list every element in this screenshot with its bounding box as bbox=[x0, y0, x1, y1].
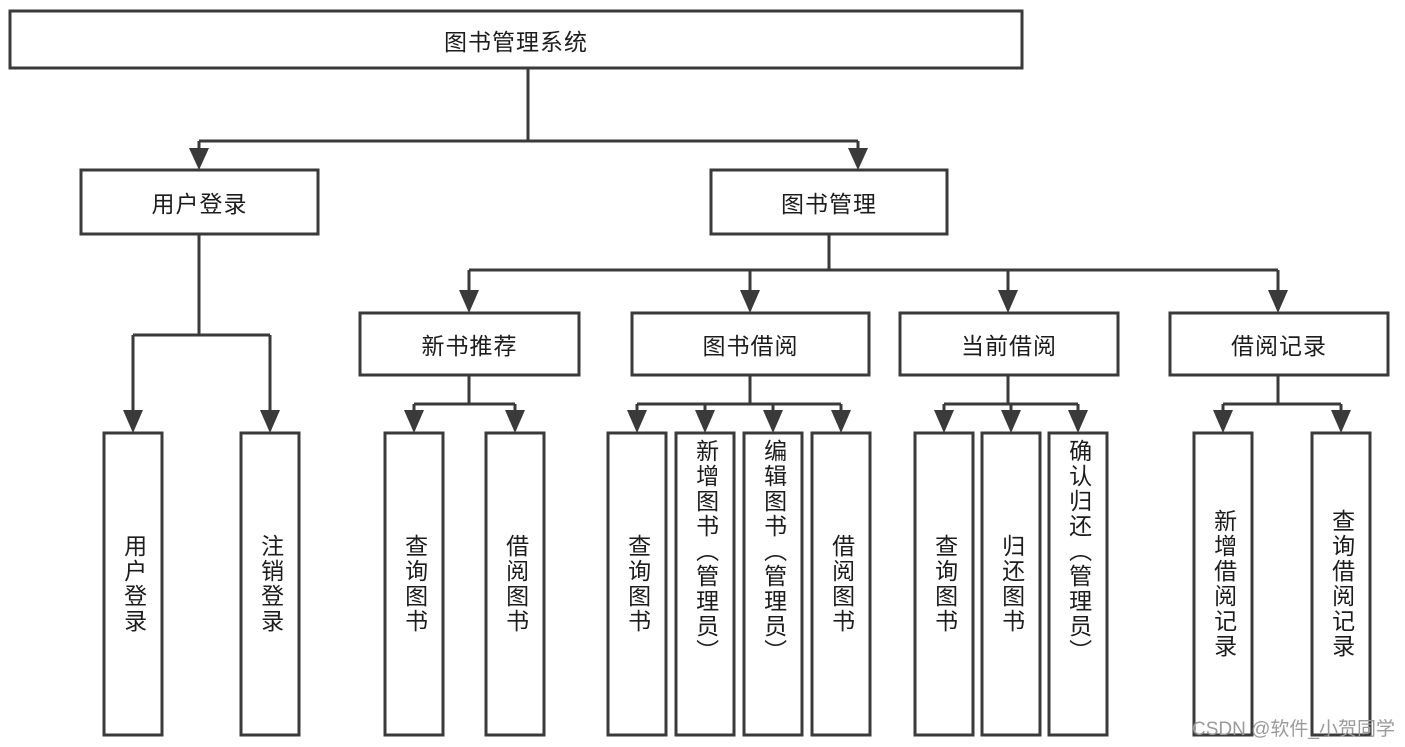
node-leaf-query-record[interactable] bbox=[1310, 431, 1372, 737]
node-user-login[interactable] bbox=[79, 168, 320, 236]
arrowhead-leaf-return-book bbox=[1001, 410, 1021, 433]
node-borrow-record[interactable] bbox=[1168, 311, 1390, 377]
node-leaf-query-book-rec[interactable] bbox=[383, 431, 445, 737]
node-leaf-query-book-bb[interactable] bbox=[606, 431, 668, 737]
node-leaf-logout[interactable] bbox=[239, 431, 301, 737]
arrowhead-leaf-add-book bbox=[695, 410, 715, 433]
node-leaf-add-book[interactable] bbox=[674, 431, 736, 737]
arrowhead-leaf-query-book-bb bbox=[627, 410, 647, 433]
node-new-book-rec[interactable] bbox=[358, 311, 581, 377]
node-leaf-confirm-return[interactable] bbox=[1047, 431, 1109, 737]
arrowhead-leaf-query-book-rec bbox=[404, 410, 424, 433]
node-leaf-query-book-cb[interactable] bbox=[913, 431, 975, 737]
arrowhead-leaf-borrow-book-rec bbox=[505, 410, 525, 433]
arrowhead-leaf-user-login bbox=[123, 410, 143, 433]
arrowhead-leaf-query-book-cb bbox=[934, 410, 954, 433]
connector-layer bbox=[123, 68, 1351, 433]
node-current-borrow[interactable] bbox=[898, 311, 1120, 377]
arrowhead-user-login bbox=[189, 148, 209, 170]
node-leaf-user-login[interactable] bbox=[102, 431, 164, 737]
arrowhead-leaf-logout bbox=[260, 410, 280, 433]
arrowhead-leaf-borrow-book-bb bbox=[831, 410, 851, 433]
arrowhead-book-borrow bbox=[740, 290, 760, 313]
node-leaf-borrow-book-rec[interactable] bbox=[484, 431, 546, 737]
node-book-borrow[interactable] bbox=[630, 311, 871, 377]
arrowhead-borrow-record bbox=[1268, 290, 1288, 313]
node-leaf-borrow-book-bb[interactable] bbox=[810, 431, 872, 737]
node-leaf-return-book[interactable] bbox=[980, 431, 1042, 737]
arrowhead-leaf-edit-book bbox=[763, 410, 783, 433]
arrowhead-book-manage bbox=[848, 148, 868, 170]
arrowhead-new-book-rec bbox=[459, 290, 479, 313]
node-book-manage[interactable] bbox=[709, 168, 949, 236]
node-box-layer bbox=[8, 9, 1390, 737]
node-leaf-edit-book[interactable] bbox=[742, 431, 804, 737]
arrowhead-leaf-add-record bbox=[1213, 410, 1233, 433]
arrowhead-leaf-confirm-return bbox=[1068, 410, 1088, 433]
arrowhead-leaf-query-record bbox=[1331, 410, 1351, 433]
node-leaf-add-record[interactable] bbox=[1192, 431, 1254, 737]
node-root[interactable] bbox=[8, 9, 1024, 70]
arrowhead-current-borrow bbox=[998, 290, 1018, 313]
